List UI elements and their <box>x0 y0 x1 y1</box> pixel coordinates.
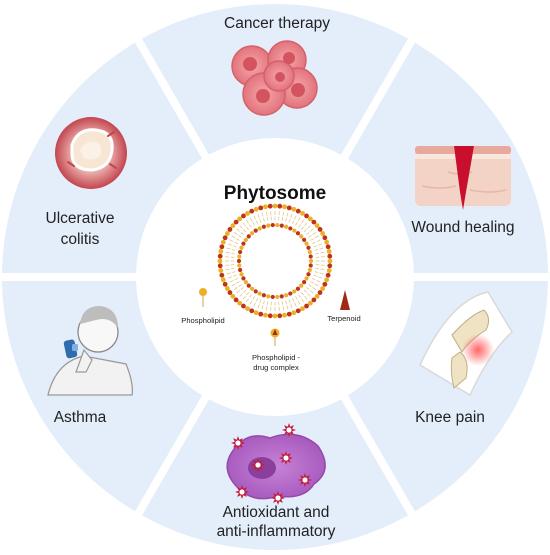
center-title: Phytosome <box>224 183 326 204</box>
asthma-person-icon <box>47 306 134 396</box>
complex-symbol <box>270 328 280 346</box>
segment-asthma <box>2 281 203 512</box>
label-antioxidant-line1: Antioxidant and <box>223 504 330 521</box>
legend-complex-line1: Phospholipid - <box>252 353 301 362</box>
terpenoid-symbol <box>340 290 350 310</box>
label-asthma: Asthma <box>54 409 107 426</box>
label-antioxidant-line2: anti-inflammatory <box>217 523 336 540</box>
legend-terpenoid: Terpenoid <box>327 314 360 323</box>
label-ulcerative-line1: Ulcerative <box>46 210 115 227</box>
legend-phospholipid: Phospholipid <box>181 316 225 325</box>
wound-icon <box>415 146 511 210</box>
center-disc <box>137 139 413 415</box>
label-ulcerative-line2: colitis <box>61 231 100 248</box>
phytosome-vesicle <box>217 203 333 319</box>
legend-complex-line2: drug complex <box>253 363 299 372</box>
phospholipid-symbol <box>199 288 207 307</box>
label-wound-healing: Wound healing <box>411 219 514 236</box>
label-knee-pain: Knee pain <box>415 409 485 426</box>
knee-icon <box>419 291 513 397</box>
ros-icons <box>231 423 312 505</box>
colon-cross-section-icon <box>55 117 127 189</box>
cancer-cells-icon <box>231 40 318 116</box>
label-cancer-therapy: Cancer therapy <box>224 15 330 32</box>
